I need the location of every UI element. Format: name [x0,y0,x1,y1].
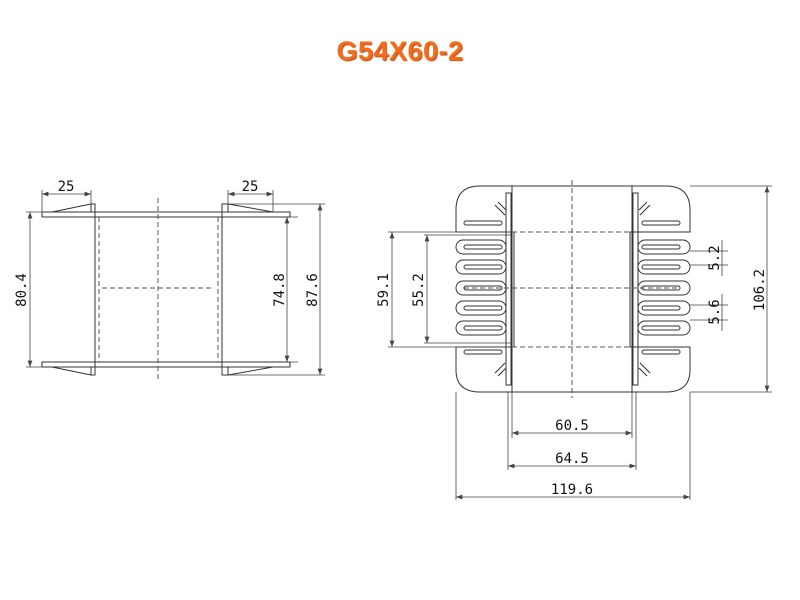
fin-slot [641,285,681,291]
fin-slot [637,300,691,316]
dim-width-inner: 60.5 [555,418,589,434]
fin-slot [641,305,681,311]
fin-slot [463,285,503,291]
dim-height-inner: 80.4 [14,273,30,307]
dim-width-core: 64.5 [555,451,589,467]
fin-slot [455,280,507,296]
fin-slot [641,244,681,250]
dim-flange-right: 25 [242,179,259,195]
fin-slot [641,349,681,355]
fin-slot [637,280,691,296]
fin-slot [463,325,503,331]
fin-slot [641,325,681,331]
fin-slot [641,264,681,270]
fin-slot [463,244,503,250]
dim-window-outer: 59.1 [376,273,392,307]
fin-slot [463,220,503,226]
fin-slot [463,305,503,311]
dim-flange-left: 25 [58,179,75,195]
dim-total-height: 106.2 [752,269,768,311]
dim-height-total: 87.6 [305,273,321,307]
fin-slot [637,259,691,275]
fin-slot [455,300,507,316]
front-view: 59.1 55.2 5.2 5.6 106.2 60.5 64.5 119.6 [376,180,772,500]
dim-total-width: 119.6 [551,482,593,498]
fin-slot [637,239,691,255]
fin-slot [455,239,507,255]
dim-window-inner: 55.2 [411,273,427,307]
fin-slot [637,320,691,336]
fin-slot [641,220,681,226]
drawing-title: G54X60-2 [336,36,464,66]
fin-slot [455,320,507,336]
fin-slot [463,349,503,355]
dim-pitch-b: 5.6 [707,299,723,324]
side-view: 25 25 80.4 74.8 87.6 [14,179,325,380]
dim-pitch-a: 5.2 [707,245,723,270]
fin-slot [455,259,507,275]
fin-slot [463,264,503,270]
dim-height-core: 74.8 [272,273,288,307]
